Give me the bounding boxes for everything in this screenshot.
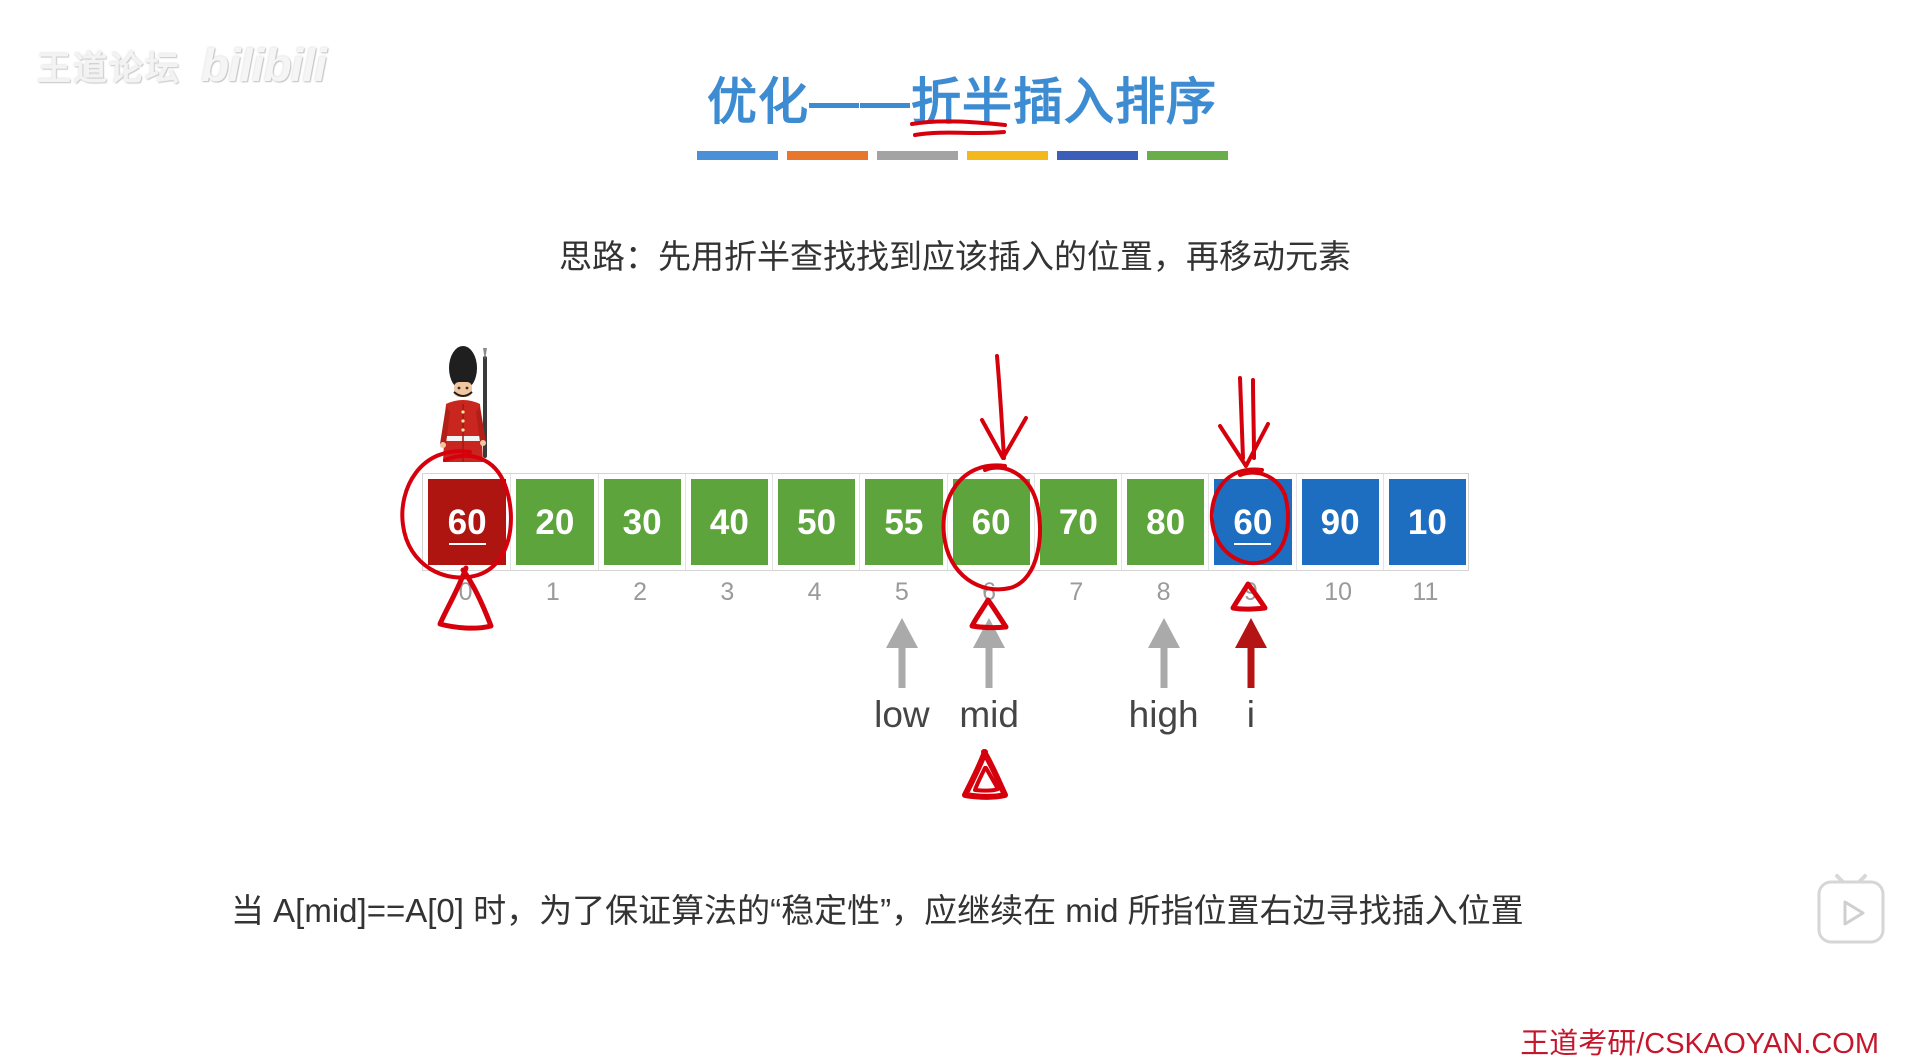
array-cell: 20 — [510, 474, 597, 570]
cell-value: 70 — [1059, 505, 1098, 540]
array: 60 20 30 40 50 55 60 70 80 60 90 10 — [422, 473, 1469, 571]
color-bar-segment — [877, 151, 958, 160]
cell-index: 9 — [1207, 578, 1294, 607]
cell-square: 10 — [1389, 479, 1466, 565]
cell-square: 55 — [865, 479, 942, 565]
annotation-arrow-cell-9-a — [1240, 378, 1243, 458]
pointer-arrow-high — [1144, 618, 1184, 688]
note-text: 当 A[mid]==A[0] 时，为了保证算法的“稳定性”，应继续在 mid 所… — [231, 884, 1524, 932]
array-cell: 40 — [685, 474, 772, 570]
cell-index: 5 — [858, 578, 945, 607]
cell-value: 80 — [1146, 505, 1185, 540]
cell-square: 60 — [428, 479, 506, 565]
cell-index: 7 — [1033, 578, 1120, 607]
pointer-label-high: high — [1129, 694, 1199, 736]
annotation-arrowhead-cell-9 — [1220, 424, 1268, 466]
cell-index: 1 — [509, 578, 596, 607]
footer-brand: 王道考研/CSKAOYAN.COM — [1520, 1029, 1879, 1059]
color-bar-segment — [787, 151, 868, 160]
pointer-label-low: low — [874, 694, 930, 736]
cell-square: 60 — [1214, 479, 1291, 565]
cell-value: 60 — [972, 505, 1011, 540]
cell-value: 40 — [710, 505, 749, 540]
cell-square: 90 — [1302, 479, 1379, 565]
array-cell: 60 — [947, 474, 1034, 570]
cell-square: 60 — [953, 479, 1030, 565]
color-bar-segment — [967, 151, 1048, 160]
cell-index: 6 — [946, 578, 1033, 607]
watermark: 王道论坛 bilibili — [37, 38, 326, 92]
slide-title: 优化——折半插入排序 — [707, 62, 1217, 134]
cell-square: 20 — [516, 479, 593, 565]
pointer-label-mid: mid — [959, 694, 1019, 736]
array-cell: 90 — [1296, 474, 1383, 570]
annotation-arrow-cell-6 — [997, 356, 1004, 458]
array-cell: 60 — [423, 474, 510, 570]
array-cell: 50 — [772, 474, 859, 570]
cell-value: 60 — [1233, 505, 1272, 540]
cell-value: 90 — [1321, 505, 1360, 540]
array-cell: 55 — [859, 474, 946, 570]
cell-square: 50 — [778, 479, 855, 565]
guard-icon — [436, 344, 496, 470]
array-cell: 10 — [1383, 474, 1470, 570]
cell-value: 55 — [884, 505, 923, 540]
cell-value: 30 — [623, 505, 662, 540]
cell-index: 10 — [1295, 578, 1382, 607]
cell-index: 11 — [1382, 578, 1469, 607]
array-cell: 70 — [1034, 474, 1121, 570]
cell-square: 40 — [691, 479, 768, 565]
annotation-arrow-cell-9-b — [1253, 380, 1254, 458]
array-cell: 30 — [598, 474, 685, 570]
pointer-arrow-low — [882, 618, 922, 688]
cell-value: 20 — [535, 505, 574, 540]
cell-value: 50 — [797, 505, 836, 540]
pointer-arrow-i — [1231, 618, 1271, 688]
cell-square: 80 — [1127, 479, 1204, 565]
play-icon[interactable] — [1817, 872, 1885, 945]
cell-index: 0 — [422, 578, 509, 607]
color-bar-segment — [1147, 151, 1228, 160]
annotation-triangle-mid — [965, 752, 1005, 797]
cell-square: 70 — [1040, 479, 1117, 565]
annotation-arrowhead-cell-6 — [982, 418, 1026, 458]
color-bar-segment — [1057, 151, 1138, 160]
array-cell: 80 — [1121, 474, 1208, 570]
idea-text: 思路：先用折半查找找到应该插入的位置，再移动元素 — [559, 230, 1351, 278]
cell-square: 30 — [604, 479, 681, 565]
cell-index: 8 — [1120, 578, 1207, 607]
annotation-triangle-mid-inner — [975, 768, 998, 791]
cell-index: 4 — [771, 578, 858, 607]
bilibili-logo: bilibili — [201, 38, 326, 92]
array-cell: 60 — [1208, 474, 1295, 570]
cell-index: 3 — [684, 578, 771, 607]
cell-value: 10 — [1408, 505, 1447, 540]
pointer-arrow-mid — [969, 618, 1009, 688]
pointer-label-i: i — [1247, 694, 1255, 736]
color-bar — [697, 151, 1228, 160]
cell-index: 2 — [597, 578, 684, 607]
cell-value: 60 — [448, 505, 487, 540]
watermark-text: 王道论坛 — [37, 41, 181, 90]
color-bar-segment — [697, 151, 778, 160]
